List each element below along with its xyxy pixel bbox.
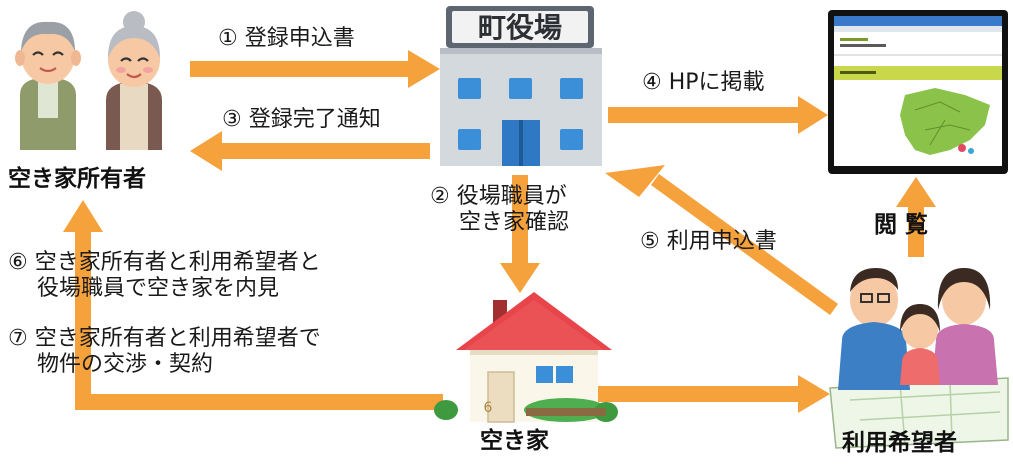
step-4-label: ④ HPに掲載 [642,70,765,95]
town-hall-illustration [440,6,602,166]
step-7-label: ⑦ 空き家所有者と利用希望者で 物件の交渉・契約 [8,326,321,377]
arrow-1-registration [190,50,440,88]
users-caption: 利用希望者 [842,430,957,456]
step-5-label: ⑤ 利用申込書 [640,229,777,254]
arrow-4-hp-post [608,96,828,134]
arrow-6-7-loop [63,200,443,410]
website-monitor-illustration [828,10,1008,174]
vacant-house-illustration [434,292,618,423]
step-1-label: ① 登録申込書 [218,26,355,51]
arrow-5-usage-application [605,165,838,315]
users-family-illustration [829,268,1009,449]
view-label: 閲 覧 [874,212,929,238]
house-caption: 空き家 [480,428,549,454]
step-6-label: ⑥ 空き家所有者と利用希望者と 役場職員で空き家を内見 [8,250,321,301]
town-hall-sign: 町役場 [478,11,562,44]
arrow-view [896,177,936,257]
arrow-3-completion [190,131,430,171]
step-2-label: ② 役場職員が 空き家確認 [430,184,569,235]
arrow-2-inspection [500,175,540,293]
arrow-house-to-users [598,375,830,413]
owners-caption: 空き家所有者 [8,166,146,192]
owners-illustration [15,11,162,150]
step-3-label: ③ 登録完了通知 [222,107,381,132]
house-door-number: 6 [484,400,493,416]
